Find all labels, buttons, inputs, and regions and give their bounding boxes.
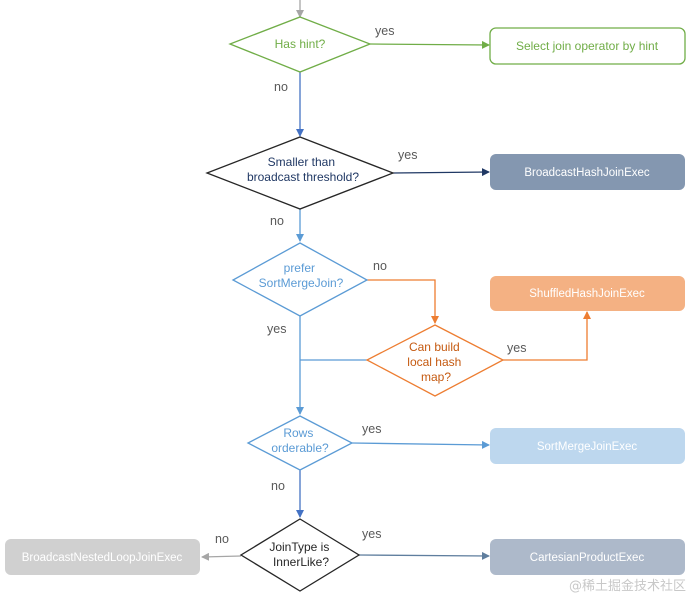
decision-can-build-hash-map-text: Can build local hash map? [407, 340, 464, 384]
decision-has-hint-text: Has hint? [275, 37, 326, 51]
outcome-select-by-hint-text: Select join operator by hint [516, 39, 659, 53]
decision-jointype-innerlike: JoinType is InnerLike? [239, 518, 361, 592]
label-prefer-yes: yes [267, 322, 286, 336]
decision-prefer-sortmergejoin: prefer SortMergeJoin? [231, 242, 369, 317]
decision-prefer-sortmergejoin-text: prefer SortMergeJoin? [259, 261, 344, 290]
arrow-innerlike-yes [358, 551, 490, 560]
edge-labels: yes no yes no no yes yes yes no no yes [215, 24, 526, 546]
label-orderable-yes: yes [362, 422, 381, 436]
outcome-broadcast-hash-join-text: BroadcastHashJoinExec [524, 167, 650, 179]
outcome-sort-merge-join: SortMergeJoinExec [490, 428, 685, 464]
label-hashmap-yes: yes [507, 341, 526, 355]
label-prefer-no: no [373, 259, 387, 273]
decision-rows-orderable-text: Rows orderable? [271, 426, 329, 455]
outcome-broadcast-nested-loop-join: BroadcastNestedLoopJoinExec [5, 539, 200, 575]
arrow-hashmap-yes [503, 311, 591, 361]
outcome-shuffled-hash-join-text: ShuffledHashJoinExec [529, 288, 645, 300]
outcome-shuffled-hash-join: ShuffledHashJoinExec [490, 276, 685, 311]
outcome-broadcast-nested-loop-join-text: BroadcastNestedLoopJoinExec [22, 552, 183, 564]
arrow-orderable-yes [351, 440, 490, 449]
arrow-prefer-no [367, 279, 439, 324]
decision-can-build-hash-map: Can build local hash map? [365, 324, 505, 397]
label-hint-no: no [274, 80, 288, 94]
connectors [201, 0, 591, 561]
label-threshold-yes: yes [398, 148, 417, 162]
decision-rows-orderable: Rows orderable? [246, 415, 354, 471]
label-threshold-no: no [270, 214, 284, 228]
decision-smaller-than-threshold: Smaller than broadcast threshold? [205, 136, 395, 210]
outcome-select-by-hint: Select join operator by hint [489, 27, 686, 65]
label-orderable-no: no [271, 479, 285, 493]
label-innerlike-yes: yes [362, 527, 381, 541]
outcome-sort-merge-join-text: SortMergeJoinExec [537, 441, 638, 453]
decision-smaller-than-threshold-text: Smaller than broadcast threshold? [247, 155, 359, 184]
arrow-innerlike-no [201, 552, 242, 561]
decision-has-hint: Has hint? [228, 16, 372, 73]
outcome-cartesian-product: CartesianProductExec [490, 539, 685, 575]
arrow-threshold-yes [392, 168, 490, 177]
label-hint-yes: yes [375, 24, 394, 38]
decision-jointype-innerlike-text: JoinType is InnerLike? [269, 540, 332, 569]
label-innerlike-no: no [215, 532, 229, 546]
watermark: @稀土掘金技术社区 [569, 578, 686, 594]
arrow-hint-yes [369, 40, 490, 49]
outcome-broadcast-hash-join: BroadcastHashJoinExec [490, 154, 685, 190]
outcome-cartesian-product-text: CartesianProductExec [530, 552, 645, 564]
